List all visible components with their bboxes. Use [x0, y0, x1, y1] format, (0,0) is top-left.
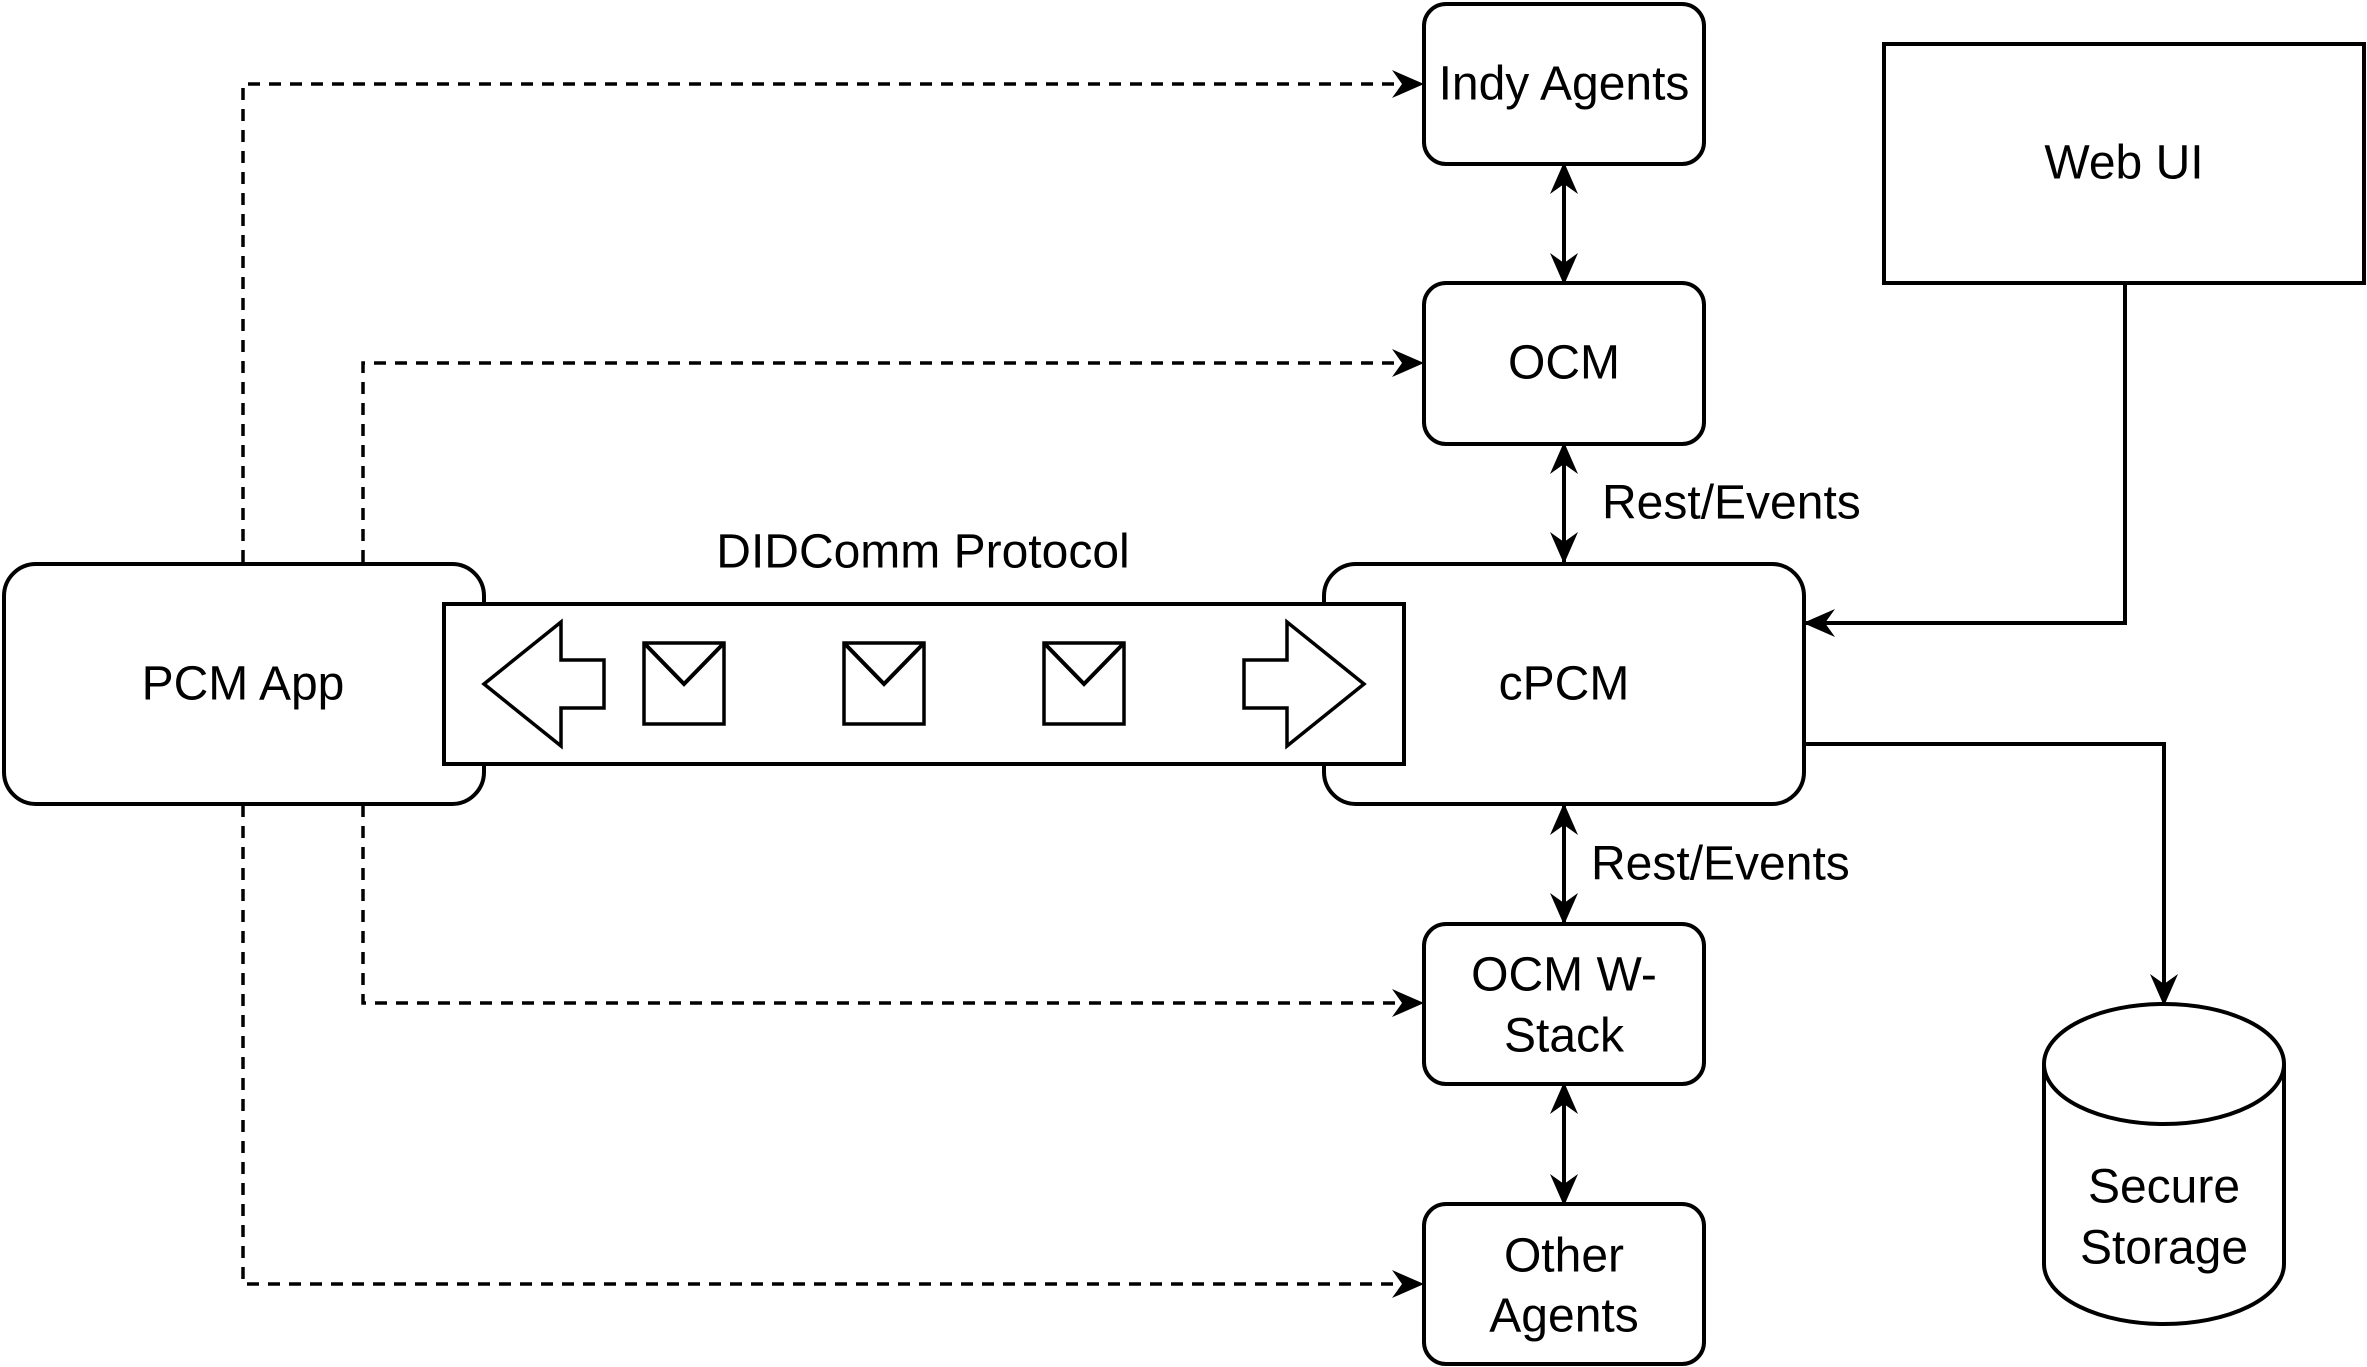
- node-indy-agents[interactable]: Indy Agents: [1422, 2, 1706, 166]
- envelope-icon: [1042, 641, 1126, 726]
- node-indy-agents-label: Indy Agents: [1439, 58, 1690, 111]
- dashed-link-pcm-to-ocm: [361, 349, 1424, 562]
- didcomm-channel: [442, 602, 1406, 766]
- dashed-link-pcm-to-other-agents: [241, 805, 1424, 1298]
- node-ocm-wstack-label-line2: Stack: [1504, 1010, 1625, 1063]
- node-ocm-wstack-label-line1: OCM W-: [1471, 949, 1657, 1002]
- node-other-agents-label-line1: Other: [1504, 1230, 1624, 1283]
- node-ocm[interactable]: OCM: [1422, 281, 1706, 446]
- node-secure-storage[interactable]: Secure Storage: [2042, 1002, 2286, 1326]
- didcomm-protocol-label: DIDComm Protocol: [716, 526, 1129, 579]
- node-secure-storage-label-line1: Secure: [2088, 1161, 2240, 1214]
- envelope-icon: [642, 641, 726, 726]
- node-cpcm-label: cPCM: [1499, 658, 1630, 711]
- dashed-link-pcm-to-ocm-wstack: [361, 805, 1424, 1017]
- node-pcm-app-label: PCM App: [142, 658, 345, 711]
- node-web-ui-label: Web UI: [2044, 137, 2203, 190]
- rest-events-label-upper: Rest/Events: [1602, 477, 1861, 530]
- rest-events-label-lower: Rest/Events: [1591, 838, 1850, 891]
- right-arrow-icon: [1242, 618, 1367, 750]
- arrow-web-ui-to-cpcm: [1803, 283, 2127, 637]
- node-ocm-label: OCM: [1508, 337, 1620, 390]
- node-other-agents[interactable]: Other Agents: [1422, 1202, 1706, 1366]
- dashed-link-pcm-to-indy-agents: [241, 70, 1424, 562]
- envelope-icon: [842, 641, 926, 726]
- arrow-cpcm-to-secure-storage: [1805, 742, 2178, 1006]
- node-other-agents-label-line2: Agents: [1489, 1290, 1638, 1343]
- left-arrow-icon: [481, 618, 606, 750]
- node-web-ui[interactable]: Web UI: [1882, 42, 2366, 285]
- node-ocm-wstack[interactable]: OCM W- Stack: [1422, 922, 1706, 1086]
- node-pcm-app[interactable]: PCM App: [2, 562, 486, 806]
- node-secure-storage-label-line2: Storage: [2080, 1222, 2248, 1275]
